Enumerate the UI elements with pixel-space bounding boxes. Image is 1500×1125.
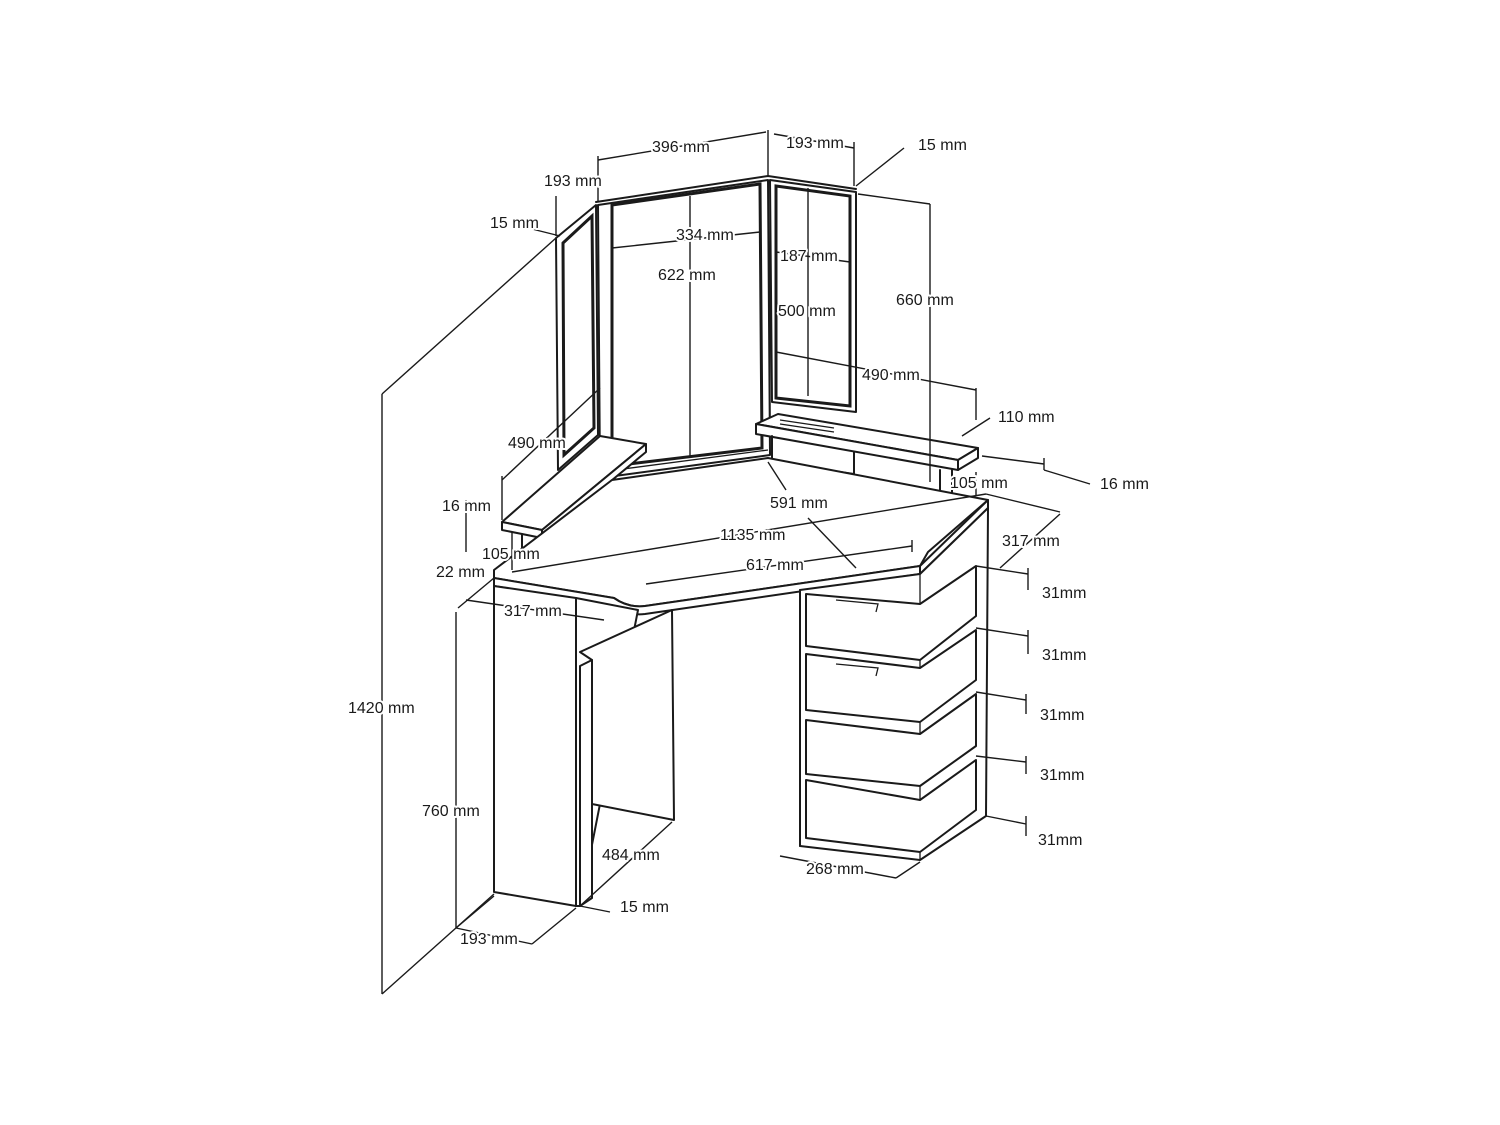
drawer-1: [805, 565, 977, 661]
drawer-2: [805, 629, 977, 723]
label-drawer-gap-1: 31mm: [1042, 585, 1086, 602]
label-top-right-thickness: 15 mm: [918, 137, 967, 154]
label-shelf-left-height: 105 mm: [482, 546, 540, 563]
label-desk-front-width: 617 mm: [746, 557, 804, 574]
mirror-unit: [555, 175, 857, 479]
mirror-center: [610, 182, 764, 468]
mirror-left: [561, 212, 596, 459]
label-desk-height: 760 mm: [422, 803, 480, 820]
label-leg-width: 193 mm: [460, 931, 518, 948]
label-drawer-gap-4: 31mm: [1040, 767, 1084, 784]
label-desk-total-width: 1135 mm: [720, 527, 786, 544]
mirror-right: [774, 184, 852, 408]
label-desk-left-depth: 317 mm: [504, 603, 562, 620]
label-shelf-left-thickness: 16 mm: [442, 498, 491, 515]
label-desk-back-diag: 591 mm: [770, 495, 828, 512]
label-leg-depth: 484 mm: [602, 847, 660, 864]
label-mirror-side-height: 500 mm: [778, 303, 836, 320]
label-top-right-depth: 193 mm: [786, 135, 844, 152]
label-top-width: 396 mm: [652, 139, 710, 156]
drawer-4: [805, 759, 977, 853]
label-shelf-left-length: 490 mm: [508, 435, 566, 452]
label-shelf-right-depth: 110 mm: [998, 409, 1055, 426]
label-drawer-gap-3: 31mm: [1040, 707, 1084, 724]
label-desk-right-depth: 317 mm: [1002, 533, 1060, 550]
drawer-3: [805, 693, 977, 787]
label-shelf-right-thickness: 16 mm: [1100, 476, 1149, 493]
label-leg-thickness: 15 mm: [620, 899, 669, 916]
label-total-height: 1420 mm: [348, 700, 415, 717]
label-desk-thickness: 22 mm: [436, 564, 485, 581]
label-shelf-right-height: 105 mm: [950, 475, 1008, 492]
label-mirror-center-width: 334 mm: [676, 227, 734, 244]
label-top-left-depth: 193 mm: [544, 173, 602, 190]
label-mirror-total-height: 660 mm: [896, 292, 954, 309]
label-mirror-side-width: 187 mm: [780, 248, 838, 265]
label-mirror-center-height: 622 mm: [658, 267, 716, 284]
label-top-left-thickness: 15 mm: [490, 215, 539, 232]
dimension-lines: [381, 130, 1091, 995]
label-shelf-right-length: 490 mm: [862, 367, 920, 384]
label-drawer-gap-5: 31mm: [1038, 832, 1082, 849]
drawer-cabinet: [799, 507, 989, 861]
label-drawer-gap-2: 31mm: [1042, 647, 1086, 664]
desk-left-leg: [493, 585, 675, 907]
label-drawer-width: 268 mm: [806, 861, 864, 878]
dimension-labels: 396 mm 193 mm 15 mm 193 mm 15 mm 334 mm …: [346, 133, 1151, 950]
